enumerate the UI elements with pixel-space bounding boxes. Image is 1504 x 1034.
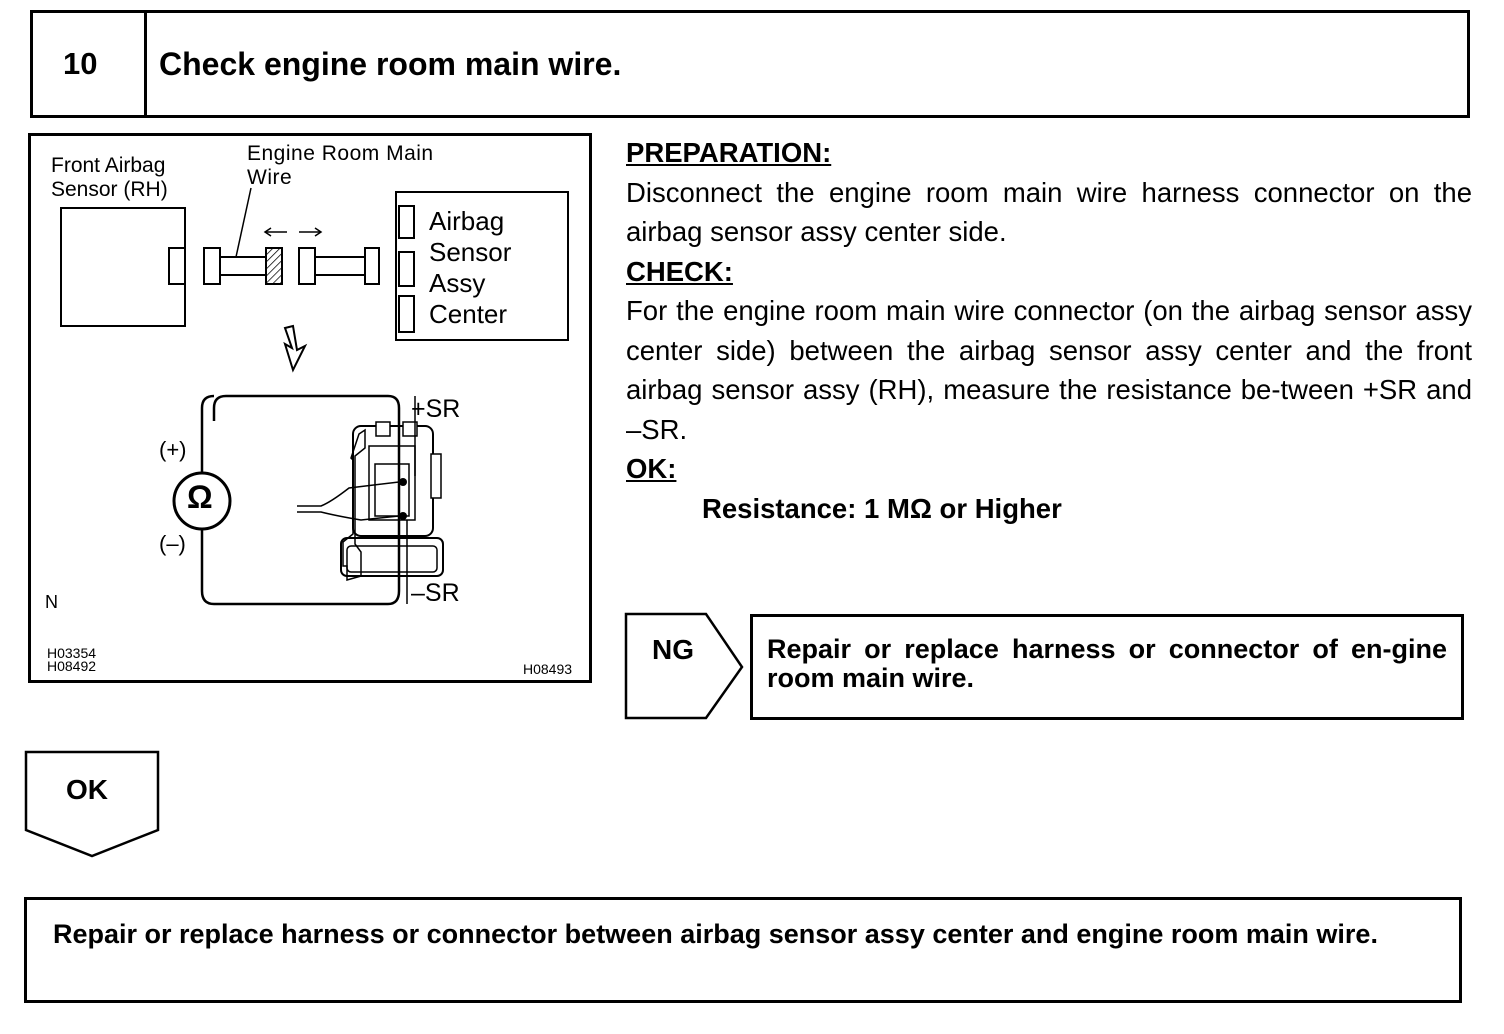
final-action-box[interactable]: Repair or replace harness or connector b… [24, 897, 1462, 1003]
check-heading: CHECK: [626, 255, 733, 287]
airbag-sensor-assy-center-label: Airbag Sensor Assy Center [429, 206, 512, 329]
down-arrow-icon [283, 324, 308, 373]
preparation-heading: PREPARATION: [626, 137, 832, 168]
resistance-spec: Resistance: 1 MΩ or Higher [702, 492, 1062, 524]
ok-heading: OK: [626, 453, 677, 484]
wire-connector-left [203, 247, 221, 285]
final-action-text: Repair or replace harness or connector b… [53, 919, 1378, 949]
ok-label: OK [66, 774, 108, 805]
ohmmeter-circle [172, 471, 232, 531]
airbag-sensor-assy-center-box [395, 191, 569, 341]
ng-action-text: Repair or replace harness or connector o… [767, 634, 1447, 693]
view-marker: N [45, 592, 58, 612]
step-header: 10 Check engine room main wire. [30, 10, 1470, 118]
figure-code-3: H08493 [523, 661, 573, 677]
figure-code-2: H08492 [47, 658, 97, 674]
check-text: For the engine room main wire connector … [626, 295, 1472, 445]
ok-arrow-shape [24, 750, 160, 858]
ng-arrow-shape [624, 612, 744, 720]
wire-connector-right-hatched [265, 247, 283, 285]
front-airbag-sensor-label: Front Airbag Sensor (RH) [51, 154, 168, 201]
figure-code-1: H03354 [47, 645, 97, 661]
wiring-figure: Front Airbag Sensor (RH) Engine Room Mai… [28, 133, 592, 683]
minus-sr-label: –SR [411, 579, 460, 607]
ohm-icon: Ω [187, 479, 213, 515]
meter-plus-label: (+) [159, 437, 187, 462]
meter-minus-label: (–) [159, 531, 186, 556]
preparation-text: Disconnect the engine room main wire har… [626, 176, 1472, 248]
engine-room-main-wire-label: Engine Room Main Wire [247, 142, 434, 189]
ng-action-box[interactable]: Repair or replace harness or connector o… [750, 614, 1464, 720]
minus-sr-terminal [399, 512, 407, 520]
wiring-diagram-svg [60, 187, 569, 606]
step-title: Check engine room main wire. [159, 46, 622, 82]
instructions: PREPARATION: Disconnect the engine room … [626, 133, 1472, 528]
step-number: 10 [33, 13, 147, 115]
plus-sr-terminal [399, 478, 407, 486]
ng-label: NG [652, 634, 694, 665]
front-airbag-sensor-box [60, 207, 186, 327]
plus-sr-label: +SR [411, 395, 461, 423]
front-sensor-connector [168, 247, 186, 285]
